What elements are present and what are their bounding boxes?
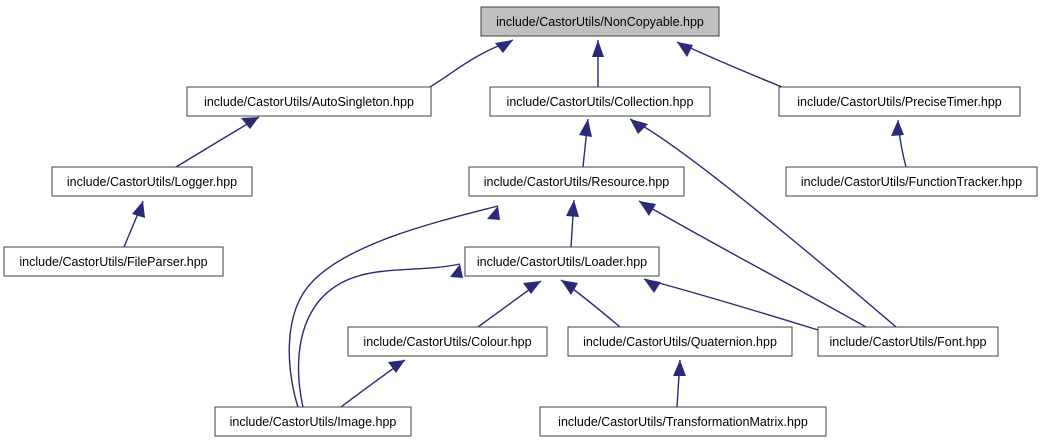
arrow-head-icon	[677, 42, 693, 57]
graph-node-fileparser[interactable]: include/CastorUtils/FileParser.hpp	[3, 246, 224, 277]
graph-node-logger[interactable]: include/CastorUtils/Logger.hpp	[51, 166, 253, 197]
node-label: include/CastorUtils/Image.hpp	[230, 415, 397, 429]
node-label: include/CastorUtils/AutoSingleton.hpp	[204, 95, 414, 109]
dependency-edge	[340, 359, 406, 408]
dependency-edge	[477, 280, 542, 328]
graph-node-font[interactable]: include/CastorUtils/Font.hpp	[817, 326, 999, 357]
node-box[interactable]	[186, 86, 432, 117]
graph-node-functiontracker[interactable]: include/CastorUtils/FunctionTracker.hpp	[785, 166, 1038, 197]
dependency-edge	[592, 40, 604, 87]
graph-node-precisetimer[interactable]: include/CastorUtils/PreciseTimer.hpp	[778, 86, 1021, 117]
dependency-edge	[676, 41, 783, 88]
node-label: include/CastorUtils/NonCopyable.hpp	[496, 15, 704, 29]
node-box[interactable]	[785, 166, 1038, 197]
arrow-head-icon	[639, 201, 656, 216]
graph-node-image[interactable]: include/CastorUtils/Image.hpp	[214, 406, 412, 437]
node-label: include/CastorUtils/Resource.hpp	[484, 175, 670, 189]
dependency-edge	[288, 205, 500, 408]
node-box[interactable]	[468, 166, 685, 197]
dependency-edge	[579, 118, 592, 168]
node-label: include/CastorUtils/Colour.hpp	[363, 335, 531, 349]
node-box[interactable]	[464, 246, 660, 277]
graph-node-quaternion[interactable]: include/CastorUtils/Quaternion.hpp	[567, 326, 793, 357]
dependency-edge	[560, 279, 621, 328]
dependency-edge	[297, 263, 463, 408]
node-box[interactable]	[51, 166, 253, 197]
arrow-head-icon	[450, 264, 463, 278]
node-box[interactable]	[347, 326, 548, 357]
node-layer: include/CastorUtils/NonCopyable.hpp inclu…	[3, 6, 1038, 437]
node-label: include/CastorUtils/Collection.hpp	[507, 95, 694, 109]
dependency-edge	[175, 116, 260, 168]
arrow-head-icon	[487, 206, 500, 220]
node-box[interactable]	[817, 326, 999, 357]
node-box[interactable]	[214, 406, 412, 437]
arrow-head-icon	[579, 119, 592, 137]
node-label: include/CastorUtils/Quaternion.hpp	[583, 335, 777, 349]
graph-node-transformationmatrix[interactable]: include/CastorUtils/TransformationMatrix…	[539, 406, 827, 437]
node-label: include/CastorUtils/Loader.hpp	[477, 255, 647, 269]
arrow-head-icon	[566, 200, 579, 217]
dependency-edge	[629, 118, 897, 328]
dependency-edge	[123, 200, 145, 248]
node-box[interactable]	[539, 406, 827, 437]
edge-layer	[123, 39, 907, 408]
graph-node-collection[interactable]: include/CastorUtils/Collection.hpp	[489, 86, 711, 117]
node-box[interactable]	[489, 86, 711, 117]
node-box[interactable]	[778, 86, 1021, 117]
dependency-edge	[638, 200, 867, 328]
arrow-head-icon	[592, 40, 604, 57]
arrow-head-icon	[561, 280, 578, 295]
node-label: include/CastorUtils/Font.hpp	[829, 335, 986, 349]
dependency-edge	[566, 199, 579, 248]
arrow-head-icon	[630, 119, 648, 134]
node-label: include/CastorUtils/FileParser.hpp	[19, 255, 207, 269]
arrow-head-icon	[132, 201, 145, 218]
graph-node-loader[interactable]: include/CastorUtils/Loader.hpp	[464, 246, 660, 277]
arrow-head-icon	[495, 40, 513, 53]
arrow-head-icon	[891, 120, 904, 136]
arrow-head-icon	[523, 281, 541, 294]
graph-node-autosingleton[interactable]: include/CastorUtils/AutoSingleton.hpp	[186, 86, 432, 117]
graph-node-resource[interactable]: include/CastorUtils/Resource.hpp	[468, 166, 685, 197]
graph-node-noncopyable[interactable]: include/CastorUtils/NonCopyable.hpp	[480, 6, 720, 37]
arrow-head-icon	[241, 117, 259, 129]
graph-node-colour[interactable]: include/CastorUtils/Colour.hpp	[347, 326, 548, 357]
node-label: include/CastorUtils/FunctionTracker.hpp	[801, 175, 1022, 189]
dependency-edge	[673, 359, 686, 408]
arrow-head-icon	[673, 360, 686, 376]
dependency-edge	[891, 119, 907, 168]
dependency-edge	[643, 278, 819, 331]
node-box[interactable]	[3, 246, 224, 277]
node-label: include/CastorUtils/Logger.hpp	[67, 175, 237, 189]
arrow-head-icon	[644, 279, 661, 293]
node-label: include/CastorUtils/TransformationMatrix…	[558, 415, 808, 429]
node-box[interactable]	[567, 326, 793, 357]
node-label: include/CastorUtils/PreciseTimer.hpp	[797, 95, 1002, 109]
node-box[interactable]	[480, 6, 720, 37]
dependency-edge	[429, 39, 514, 88]
arrow-head-icon	[388, 360, 405, 373]
